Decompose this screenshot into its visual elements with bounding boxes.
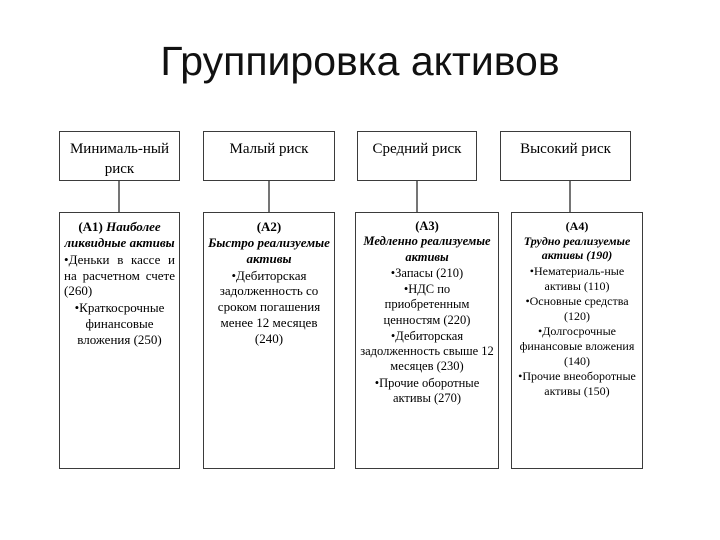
risk-header-box-minimal: Минималь-ный риск — [59, 131, 180, 181]
risk-header-label: Средний риск — [372, 141, 462, 157]
risk-header-box-small: Малый риск — [203, 131, 335, 181]
asset-group-box-a4: (А4) Трудно реализуемые активы (190) •Не… — [511, 212, 643, 469]
asset-item: •Запасы (210) — [360, 266, 494, 281]
connector-line-a2 — [268, 181, 270, 212]
asset-group-box-a1: (А1) Наиболее ликвидные активы •Деньки в… — [59, 212, 180, 469]
risk-header-box-high: Высокий риск — [500, 131, 631, 181]
asset-item: •Основные средства (120) — [516, 294, 638, 323]
bullet-icon: • — [403, 282, 409, 296]
connector-line-a1 — [118, 181, 120, 212]
asset-item-text: Долгосрочные финансовые вложения (140) — [519, 324, 635, 368]
bullet-icon: • — [64, 251, 69, 267]
risk-header-label: Минималь-ный риск — [69, 141, 170, 178]
asset-item-text: Дебиторская задолженность свыше 12 месяц… — [360, 328, 494, 374]
group-heading: (А1) Наиболее ликвидные активы — [64, 219, 175, 251]
bullet-icon: • — [537, 324, 543, 339]
bullet-icon: • — [390, 328, 396, 343]
asset-item-text: Деньки в кассе и на расчетном счете (260… — [64, 251, 175, 299]
asset-item-text: Дебиторская задолженность со сроком пога… — [217, 267, 321, 347]
asset-item-text: Запасы (210) — [395, 265, 464, 280]
group-heading: (А3) Медленно реализуемые активы — [360, 219, 494, 265]
asset-item: •Долгосрочные финансовые вложения (140) — [516, 324, 638, 368]
asset-item: •Дебиторская задолженность со сроком пог… — [208, 268, 330, 347]
bullet-icon: • — [374, 375, 380, 390]
connector-line-a3 — [416, 181, 418, 212]
bullet-icon: • — [74, 300, 80, 316]
asset-group-box-a3: (А3) Медленно реализуемые активы •Запасы… — [355, 212, 499, 469]
risk-header-label: Малый риск — [229, 141, 309, 157]
asset-item: •Прочие внеоборотные активы (150) — [516, 369, 638, 398]
bullet-icon: • — [525, 294, 530, 309]
asset-item: •НДС по приобретенным ценностям (220) — [360, 282, 494, 328]
asset-item-text: Основные средства (120) — [529, 294, 629, 323]
asset-item: •Нематериаль-ные активы (110) — [516, 264, 638, 293]
page-title: Группировка активов — [160, 38, 560, 84]
risk-header-box-medium: Средний риск — [357, 131, 477, 181]
group-heading: (А4) Трудно реализуемые активы (190) — [516, 219, 638, 263]
bullet-icon: • — [390, 265, 396, 280]
connector-line-a4 — [569, 181, 571, 212]
group-category: Наиболее ликвидные активы — [64, 219, 175, 250]
bullet-icon: • — [518, 369, 523, 384]
group-code: (А2) — [256, 219, 282, 234]
group-code: (А4) — [565, 219, 589, 233]
group-code: (А3) — [415, 219, 439, 233]
asset-item: •Деньки в кассе и на расчетном счете (26… — [64, 252, 175, 300]
asset-item-text: Прочие внеоборотные активы (150) — [522, 369, 636, 398]
asset-group-box-a2: (А2) Быстро реализуемые активы •Дебиторс… — [203, 212, 335, 469]
risk-header-label: Высокий риск — [520, 141, 611, 157]
group-code: (А1) — [78, 219, 103, 234]
asset-item-text: Прочие оборотные активы (270) — [379, 375, 480, 405]
asset-item-text: Краткосрочные финансовые вложения (250) — [77, 300, 165, 348]
asset-item-text: НДС по приобретенным ценностям (220) — [383, 282, 471, 327]
bullet-icon: • — [231, 267, 237, 283]
asset-item-text: Нематериаль-ные активы (110) — [533, 263, 625, 293]
bullet-icon: • — [529, 263, 534, 278]
asset-item: •Дебиторская задолженность свыше 12 меся… — [360, 329, 494, 375]
group-heading: (А2) Быстро реализуемые активы — [208, 219, 330, 267]
group-category: Трудно реализуемые активы (190) — [523, 233, 631, 263]
asset-item: •Краткосрочные финансовые вложения (250) — [64, 300, 175, 348]
group-category: Быстро реализуемые активы — [208, 234, 330, 266]
asset-item: •Прочие оборотные активы (270) — [360, 376, 494, 407]
group-category: Медленно реализуемые активы — [363, 234, 491, 264]
